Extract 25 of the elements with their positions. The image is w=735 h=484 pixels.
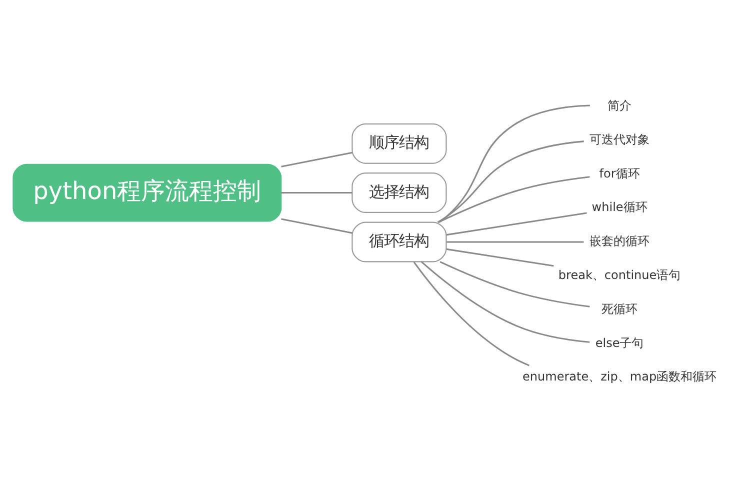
node-text: 嵌套的循环 [590, 234, 650, 248]
connector [438, 104, 590, 223]
connector [420, 261, 590, 343]
node-text: while循环 [592, 200, 648, 214]
node-text: 简介 [608, 98, 632, 112]
node-text: else子句 [595, 336, 644, 350]
node-text: for循环 [599, 166, 640, 180]
connector [281, 192, 352, 194]
connector [438, 176, 590, 223]
node-text: 死循环 [602, 302, 638, 316]
node-box: 选择结构 [352, 172, 447, 214]
node-box: 顺序结构 [352, 123, 447, 164]
connector [281, 218, 352, 234]
connector [446, 212, 587, 236]
node-text: enumerate、zip、map函数和循环 [522, 370, 717, 384]
connector [413, 262, 530, 366]
connector [446, 248, 554, 267]
node-box: python程序流程控制 [12, 164, 282, 222]
connector [446, 241, 584, 243]
connector [281, 152, 352, 168]
connector [437, 140, 584, 223]
node-box: 循环结构 [352, 222, 447, 262]
node-text: break、continue语句 [558, 268, 681, 282]
connector [440, 261, 590, 308]
node-text: 可迭代对象 [590, 132, 650, 146]
